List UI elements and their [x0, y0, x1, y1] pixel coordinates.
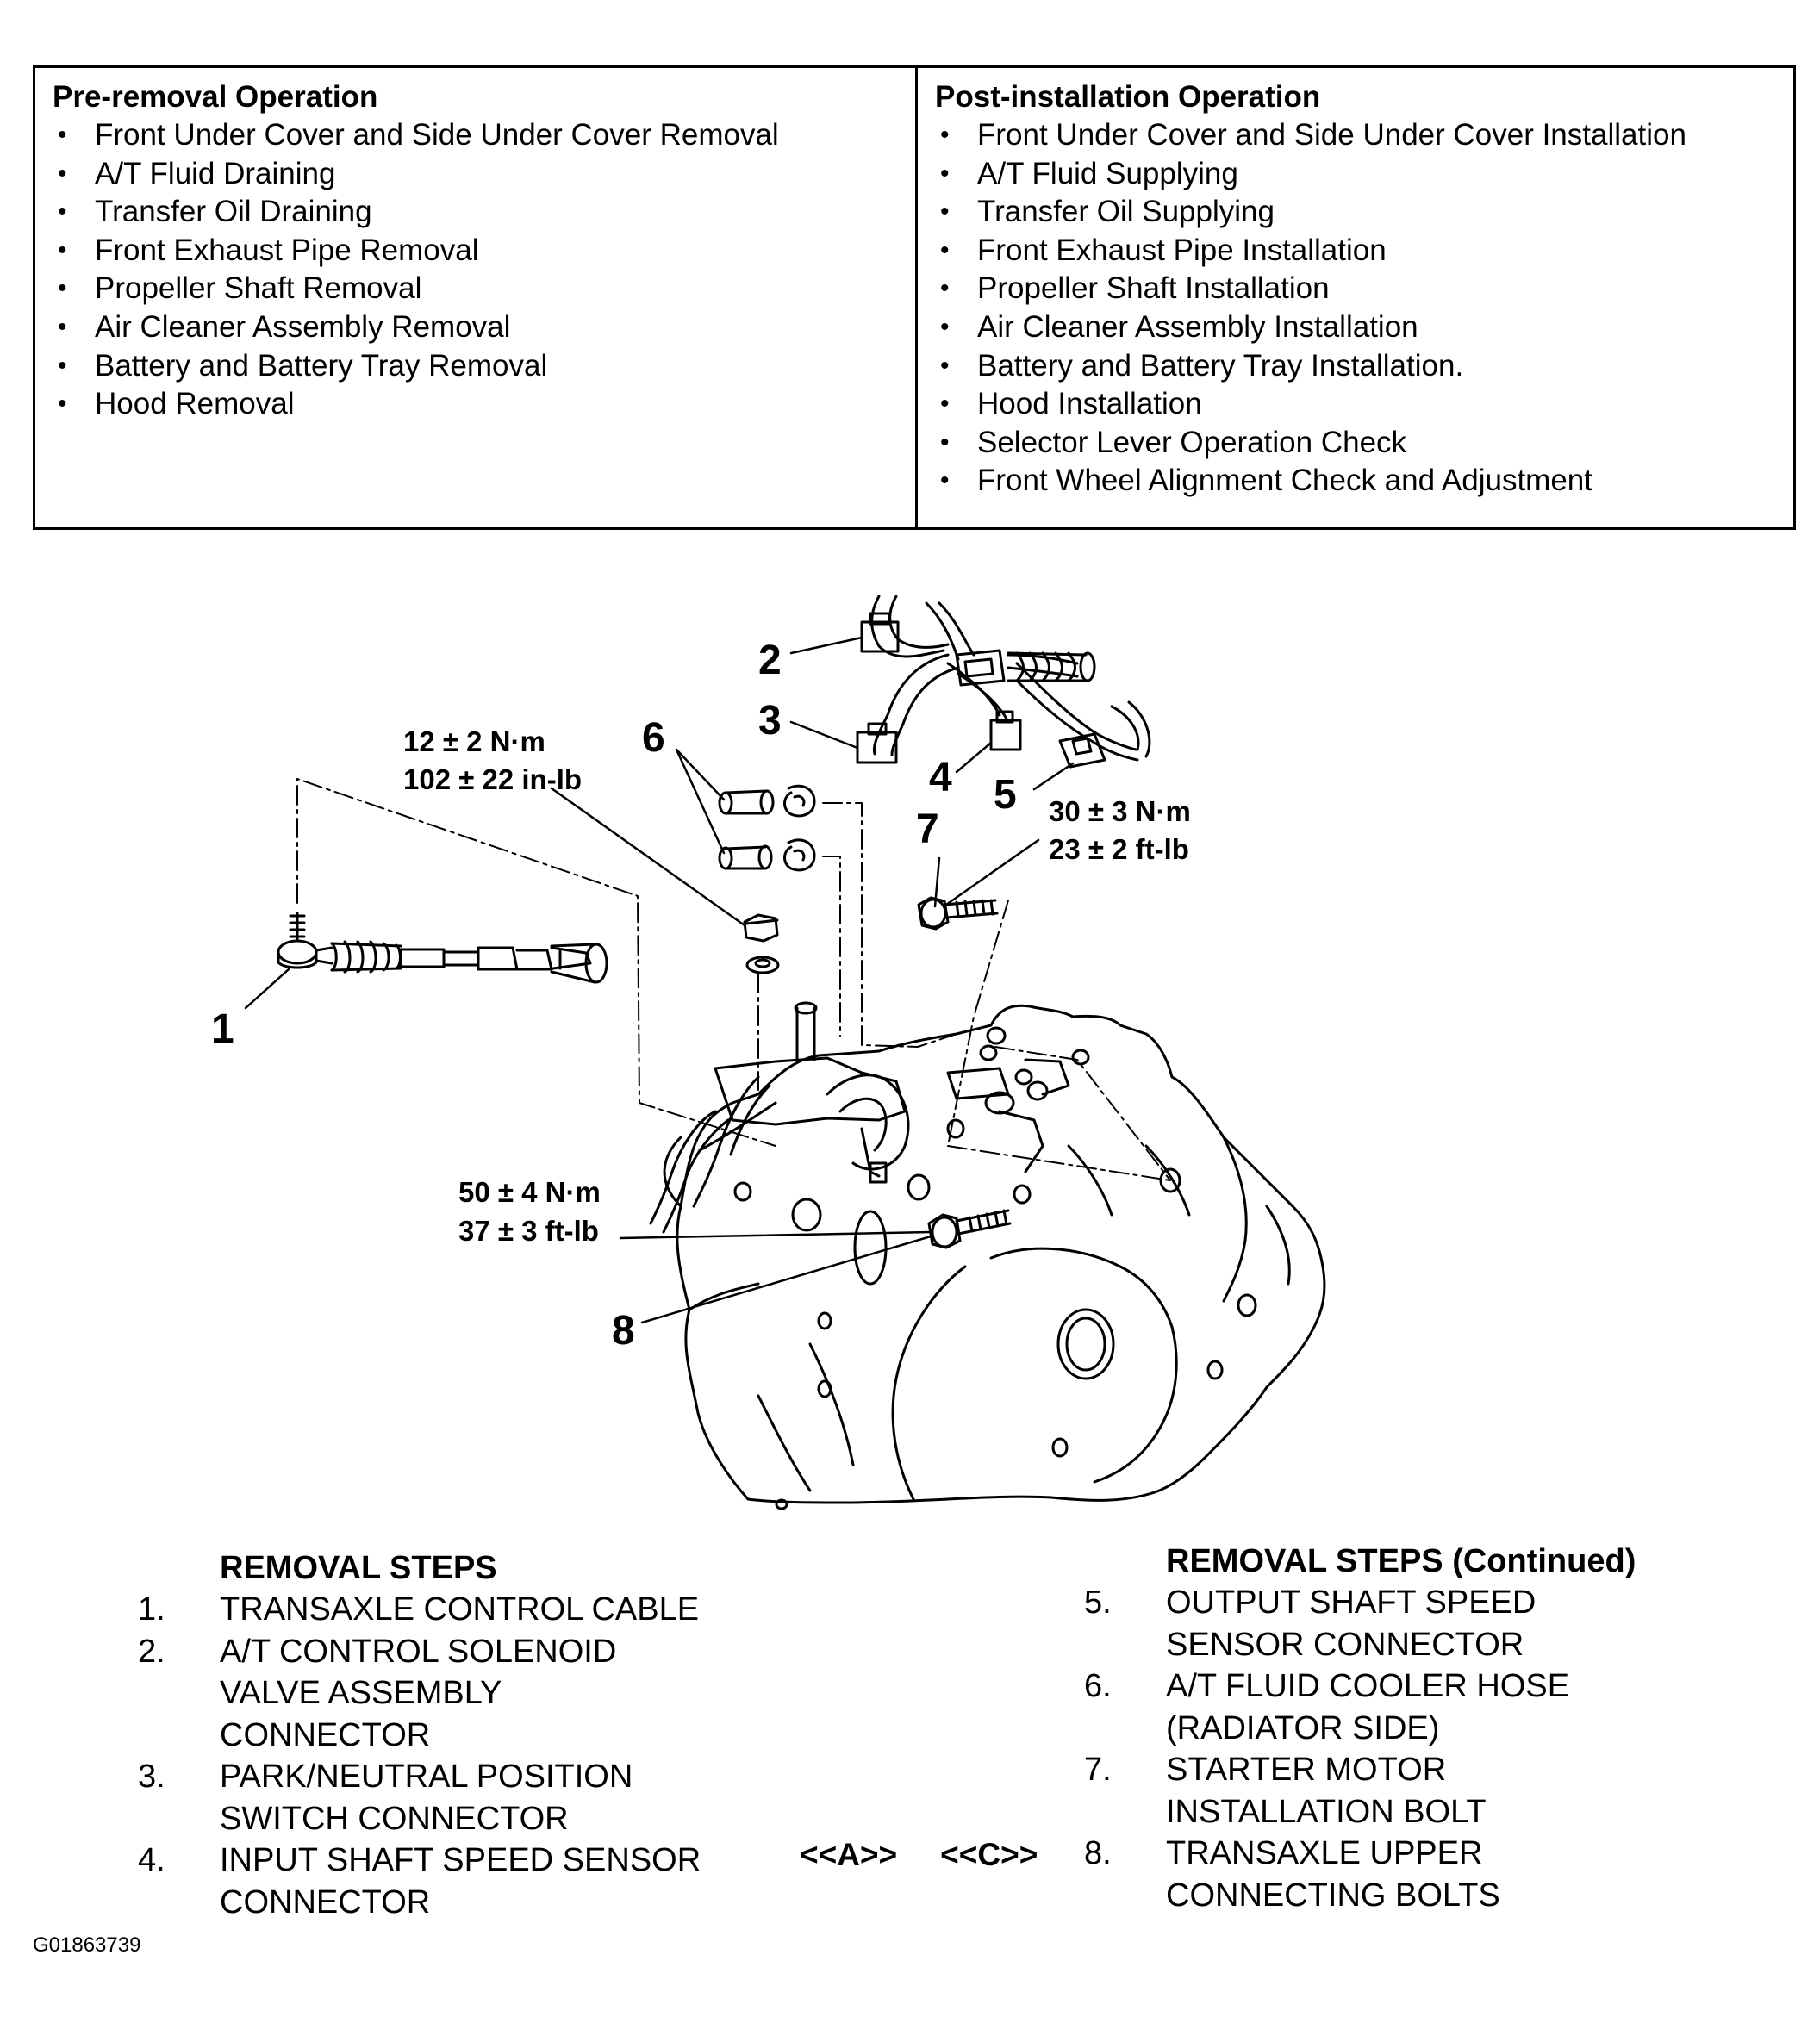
removal-step: 5. OUTPUT SHAFT SPEED SENSOR CONNECTOR: [1084, 1582, 1739, 1665]
removal-step: 1. TRANSAXLE CONTROL CABLE: [138, 1589, 793, 1631]
upper-connecting-bolt: [927, 1209, 1012, 1249]
pre-removal-item: Transfer Oil Draining: [53, 193, 915, 232]
pre-removal-item: Battery and Battery Tray Removal: [53, 347, 915, 386]
removal-steps-list: 1. TRANSAXLE CONTROL CABLE 2. A/T CONTRO…: [138, 1589, 793, 1923]
post-installation-item: Selector Lever Operation Check: [935, 424, 1793, 463]
post-installation-column: Post-installation Operation Front Under …: [918, 68, 1793, 527]
output-speed-sensor-connector: [1058, 732, 1106, 769]
torque-starter-metric: 30 ± 3 N·m: [1049, 795, 1191, 827]
step-text: STARTER MOTOR INSTALLATION BOLT: [1166, 1752, 1487, 1830]
reference-c: <<C>>: [940, 1837, 1038, 1872]
post-installation-item: Air Cleaner Assembly Installation: [935, 308, 1793, 347]
callout-6: 6: [642, 715, 665, 761]
callout-1: 1: [211, 1006, 234, 1052]
removal-step: 8. TRANSAXLE UPPER CONNECTING BOLTS: [1084, 1833, 1739, 1916]
torque-upper-bolt-imperial: 37 ± 3 ft-lb: [458, 1215, 599, 1247]
nut-and-washer: [743, 913, 780, 974]
step-number: 2.: [138, 1633, 165, 1670]
torque-upper-bolt-metric: 50 ± 4 N·m: [458, 1176, 601, 1208]
step-number: 7.: [1084, 1752, 1112, 1788]
post-installation-item: Propeller Shaft Installation: [935, 270, 1793, 308]
callout-2: 2: [758, 638, 782, 683]
cooler-hoses: [718, 784, 816, 872]
torque-nut-imperial: 102 ± 22 in-lb: [403, 763, 582, 795]
removal-step: 6. A/T FLUID COOLER HOSE (RADIATOR SIDE): [1084, 1665, 1739, 1749]
washer: [745, 956, 780, 974]
callout-4: 4: [929, 755, 952, 800]
pre-removal-list: Front Under Cover and Side Under Cover R…: [53, 116, 915, 424]
figure-id: G01863739: [33, 1933, 141, 1957]
step-number: 4.: [138, 1842, 165, 1878]
removal-steps-title: REMOVAL STEPS: [220, 1550, 497, 1586]
pre-removal-item: Propeller Shaft Removal: [53, 270, 915, 308]
leader-lines: [244, 636, 1075, 1324]
harness-connectors: [856, 612, 1106, 769]
pre-removal-item: Hood Removal: [53, 385, 915, 424]
pre-removal-item: Air Cleaner Assembly Removal: [53, 308, 915, 347]
installation-guide-lines: [296, 778, 1171, 1181]
callout-5: 5: [994, 772, 1017, 818]
hose-clamp: [783, 838, 816, 872]
step-text: INPUT SHAFT SPEED SENSOR CONNECTOR: [220, 1842, 701, 1921]
removal-step: 7. STARTER MOTOR INSTALLATION BOLT: [1084, 1749, 1739, 1833]
transaxle-housing: [663, 1004, 1326, 1504]
callout-8: 8: [612, 1308, 635, 1354]
step-number: 3.: [138, 1759, 165, 1795]
torque-nut-metric: 12 ± 2 N·m: [403, 725, 545, 757]
step-number: 1.: [138, 1591, 165, 1628]
post-installation-item: A/T Fluid Supplying: [935, 155, 1793, 194]
pre-removal-item: A/T Fluid Draining: [53, 155, 915, 194]
callout-7: 7: [916, 806, 939, 852]
post-installation-item: Front Under Cover and Side Under Cover I…: [935, 116, 1793, 155]
valve-body: [714, 1001, 1070, 1184]
removal-steps-continued-title: REMOVAL STEPS (Continued): [1166, 1543, 1636, 1579]
post-installation-item: Hood Installation: [935, 385, 1793, 424]
procedure-references: <<A>> <<C>>: [800, 1837, 1081, 1873]
step-number: 8.: [1084, 1835, 1112, 1871]
post-installation-item: Front Exhaust Pipe Installation: [935, 232, 1793, 271]
step-number: 6.: [1084, 1668, 1112, 1704]
transaxle-control-cable: [277, 912, 608, 984]
reference-a: <<A>>: [800, 1837, 898, 1872]
removal-steps: REMOVAL STEPS 1. TRANSAXLE CONTROL CABLE…: [138, 1547, 793, 1923]
step-text: PARK/NEUTRAL POSITION SWITCH CONNECTOR: [220, 1759, 633, 1837]
torque-starter-imperial: 23 ± 2 ft-lb: [1049, 833, 1189, 865]
post-installation-item: Transfer Oil Supplying: [935, 193, 1793, 232]
nut: [743, 913, 779, 943]
removal-steps-continued-list: 5. OUTPUT SHAFT SPEED SENSOR CONNECTOR 6…: [1084, 1582, 1739, 1916]
removal-step: 2. A/T CONTROL SOLENOID VALVE ASSEMBLY C…: [138, 1631, 793, 1757]
callout-3: 3: [758, 698, 782, 744]
removal-steps-continued: REMOVAL STEPS (Continued) 5. OUTPUT SHAF…: [1084, 1541, 1739, 1916]
input-speed-sensor-connector: [989, 719, 1022, 751]
removal-step: 3. PARK/NEUTRAL POSITION SWITCH CONNECTO…: [138, 1756, 793, 1840]
step-text: A/T FLUID COOLER HOSE (RADIATOR SIDE): [1166, 1668, 1570, 1746]
step-text: TRANSAXLE CONTROL CABLE: [220, 1591, 700, 1628]
pre-removal-column: Pre-removal Operation Front Under Cover …: [35, 68, 918, 527]
post-installation-item: Battery and Battery Tray Installation.: [935, 347, 1793, 386]
pre-removal-item: Front Under Cover and Side Under Cover R…: [53, 116, 915, 155]
transaxle-exploded-diagram: 1 2 3 4 5 6 7 8 12 ± 2 N·m 102 ± 22 in-l…: [211, 595, 1326, 1510]
wiring-harness: [870, 595, 1151, 762]
starter-motor-bolt: [917, 896, 999, 931]
cooler-pipes: [649, 1075, 771, 1234]
step-text: OUTPUT SHAFT SPEED SENSOR CONNECTOR: [1166, 1584, 1536, 1663]
removal-step: 4. INPUT SHAFT SPEED SENSOR CONNECTOR: [138, 1840, 793, 1923]
operations-table: Pre-removal Operation Front Under Cover …: [33, 65, 1796, 530]
pre-removal-title: Pre-removal Operation: [53, 80, 378, 114]
post-installation-item: Front Wheel Alignment Check and Adjustme…: [935, 462, 1793, 501]
step-number: 5.: [1084, 1584, 1112, 1621]
post-installation-title: Post-installation Operation: [935, 80, 1321, 114]
housing-bosses: [733, 1026, 1257, 1510]
step-text: A/T CONTROL SOLENOID VALVE ASSEMBLY CONN…: [220, 1633, 617, 1753]
pre-removal-item: Front Exhaust Pipe Removal: [53, 232, 915, 271]
hose-clamp: [783, 784, 816, 818]
step-text: TRANSAXLE UPPER CONNECTING BOLTS: [1166, 1835, 1500, 1914]
post-installation-list: Front Under Cover and Side Under Cover I…: [935, 116, 1793, 501]
